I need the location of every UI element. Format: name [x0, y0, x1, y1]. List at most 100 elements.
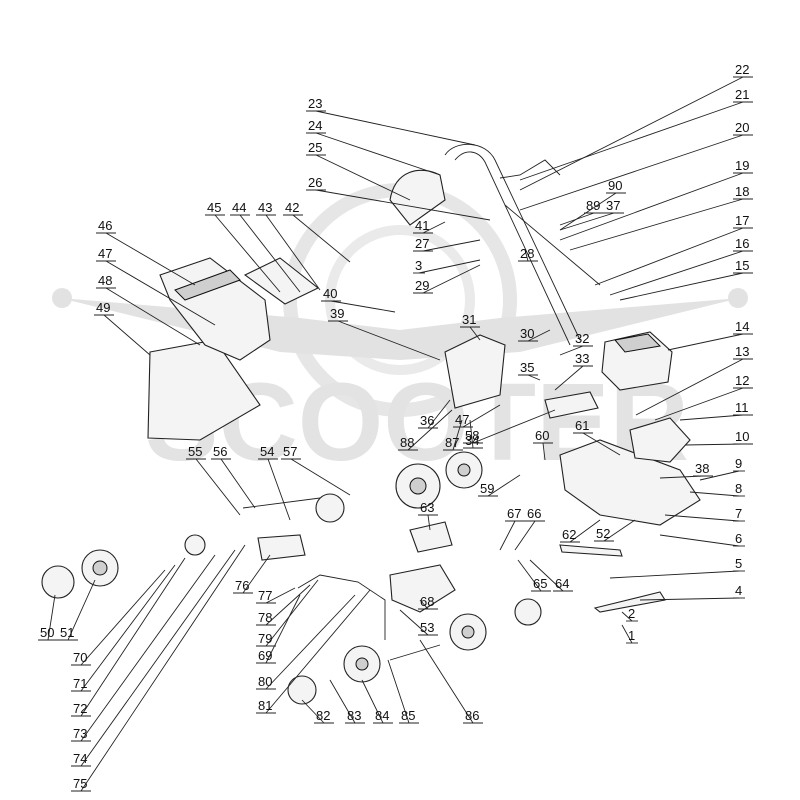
leader-line: [422, 221, 446, 234]
leader-line: [679, 414, 744, 421]
leader-line: [267, 458, 291, 521]
part-number-60: 60: [535, 428, 549, 443]
leader-line: [603, 519, 636, 542]
part-number-3: 3: [415, 258, 422, 273]
part-number-41: 41: [415, 218, 429, 233]
leader-line: [105, 287, 201, 346]
part-number-82: 82: [316, 708, 330, 723]
leader-line: [419, 599, 429, 610]
part-number-28: 28: [520, 246, 534, 261]
part-number-1: 1: [628, 628, 635, 643]
part-number-25: 25: [308, 140, 322, 155]
part-number-53: 53: [420, 620, 434, 635]
leader-line: [419, 639, 474, 724]
part-number-63: 63: [420, 500, 434, 515]
leader-line: [499, 520, 516, 551]
part-outlines: [41, 143, 701, 705]
leader-line: [559, 345, 584, 356]
leader-line: [527, 374, 541, 381]
part-number-80: 80: [258, 674, 272, 689]
part-number-20: 20: [735, 120, 749, 135]
part-number-10: 10: [735, 429, 749, 444]
part-number-33: 33: [575, 351, 589, 366]
part-number-8: 8: [735, 481, 742, 496]
leader-line: [67, 579, 96, 641]
leader-line: [315, 132, 441, 176]
leader-line: [80, 549, 236, 767]
leader-line: [265, 587, 296, 604]
part-number-90: 90: [608, 178, 622, 193]
part-number-47: 47: [455, 412, 469, 427]
leader-line: [527, 329, 551, 342]
part-number-7: 7: [735, 506, 742, 521]
leader-line: [47, 594, 56, 641]
part-number-86: 86: [465, 708, 479, 723]
leader-line: [689, 491, 740, 497]
part-number-75: 75: [73, 776, 87, 791]
part-number-32: 32: [575, 331, 589, 346]
leader-line: [103, 314, 151, 356]
part-number-36: 36: [420, 413, 434, 428]
part-number-76: 76: [235, 578, 249, 593]
part-number-29: 29: [415, 278, 429, 293]
leader-line: [292, 214, 351, 263]
leader-line: [554, 365, 584, 391]
leader-line: [529, 559, 564, 592]
leader-line: [514, 520, 536, 551]
part-number-22: 22: [735, 62, 749, 77]
part-number-34: 34: [465, 433, 479, 448]
leader-line: [105, 260, 216, 326]
part-number-19: 19: [735, 158, 749, 173]
part-number-16: 16: [735, 236, 749, 251]
leader-line: [265, 594, 356, 690]
part-number-23: 23: [308, 96, 322, 111]
leader-line: [80, 554, 216, 742]
leader-line: [329, 679, 356, 724]
leader-line: [569, 198, 744, 251]
part-number-40: 40: [323, 286, 337, 301]
part-number-71: 71: [73, 676, 87, 691]
part-number-5: 5: [735, 556, 742, 571]
leader-line: [519, 134, 744, 211]
part-number-70: 70: [73, 650, 87, 665]
leader-line: [265, 589, 371, 714]
part-number-57: 57: [283, 444, 297, 459]
leader-line: [654, 387, 744, 421]
leader-line: [422, 239, 481, 252]
part-number-12: 12: [735, 373, 749, 388]
leader-line: [559, 172, 744, 241]
leader-line: [621, 611, 633, 622]
part-number-24: 24: [308, 118, 322, 133]
part-number-15: 15: [735, 258, 749, 273]
leader-line: [265, 214, 321, 291]
part-number-9: 9: [735, 456, 742, 471]
leader-line: [524, 249, 529, 262]
leader-line: [582, 432, 621, 456]
leader-line: [361, 679, 384, 724]
part-number-62: 62: [562, 527, 576, 542]
part-number-58: 58: [465, 428, 479, 443]
leader-line: [80, 557, 186, 717]
part-number-45: 45: [207, 200, 221, 215]
part-number-47: 47: [98, 246, 112, 261]
leader-line: [639, 597, 740, 601]
leader-line: [609, 570, 740, 579]
part-number-27: 27: [415, 236, 429, 251]
leader-line: [664, 514, 740, 522]
leader-line: [469, 326, 481, 341]
leader-line: [619, 272, 744, 301]
part-number-18: 18: [735, 184, 749, 199]
leader-line: [427, 399, 451, 429]
part-labels: 1245678910111213141516171819202122232425…: [38, 62, 753, 792]
leader-line: [80, 544, 246, 792]
leader-line: [214, 214, 281, 293]
part-number-89: 89: [586, 198, 600, 213]
leader-line: [290, 458, 351, 496]
part-number-87: 87: [445, 435, 459, 450]
part-number-44: 44: [232, 200, 246, 215]
part-number-14: 14: [735, 319, 749, 334]
leader-line: [427, 514, 431, 531]
leader-line: [315, 189, 491, 221]
part-number-21: 21: [735, 87, 749, 102]
part-number-88: 88: [400, 435, 414, 450]
